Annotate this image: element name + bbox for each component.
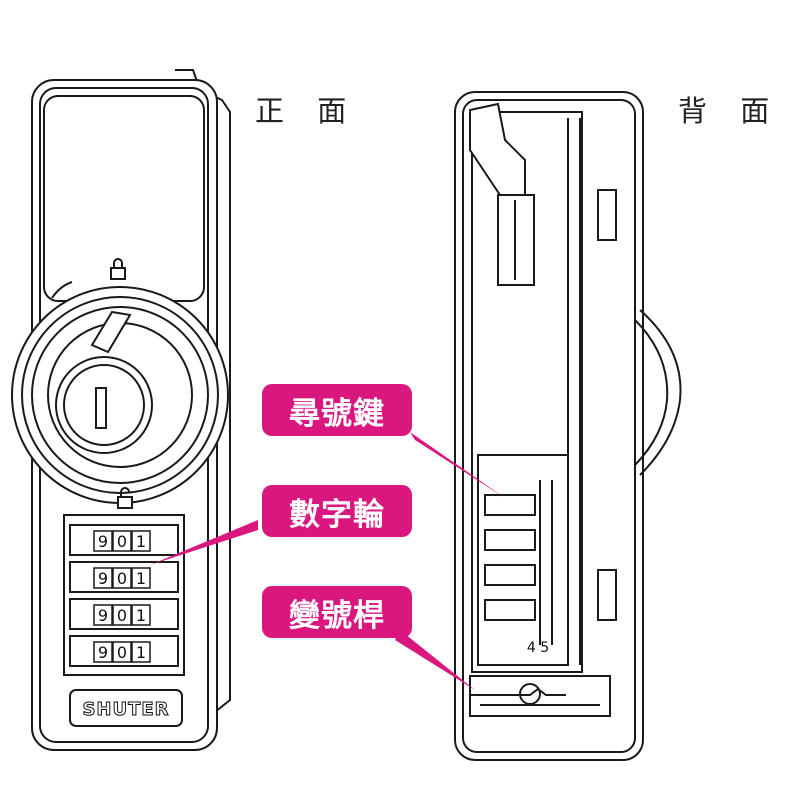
dial-digit: 9 (98, 569, 108, 588)
dial-row: 9 0 1 (93, 641, 151, 663)
front-view-title: 正 面 (255, 94, 359, 128)
dial-row: 9 0 1 (93, 567, 151, 589)
change-lever-callout: 變號桿 (262, 586, 412, 638)
dial-digit: 1 (136, 569, 146, 588)
search-key-callout: 尋號鍵 (262, 384, 412, 436)
front-view-lock (11, 69, 231, 751)
dial-digit: 9 (98, 643, 108, 662)
number-wheel-callout: 數字輪 (262, 485, 412, 537)
callout-pointers (150, 432, 505, 690)
locked-icon (110, 258, 126, 280)
back-view-title: 背 面 (678, 94, 782, 128)
unlocked-icon (117, 487, 133, 509)
dial-digit: 0 (117, 643, 127, 662)
back-view-lock (454, 91, 682, 761)
brand-logo: SHUTER (82, 699, 169, 720)
dial-digit: 0 (117, 569, 127, 588)
back-dial-digits: 4 5 (527, 640, 549, 656)
dial-row: 9 0 1 (93, 604, 151, 626)
dial-digit: 9 (98, 532, 108, 551)
front-number-wheels: 9 0 1 9 0 1 9 0 1 9 0 1 (93, 530, 151, 663)
dial-digit: 9 (98, 606, 108, 625)
dial-digit: 1 (136, 532, 146, 551)
dial-row: 9 0 1 (93, 530, 151, 552)
dial-digit: 1 (136, 643, 146, 662)
dial-digit: 0 (117, 532, 127, 551)
dial-digit: 0 (117, 606, 127, 625)
dial-digit: 1 (136, 606, 146, 625)
